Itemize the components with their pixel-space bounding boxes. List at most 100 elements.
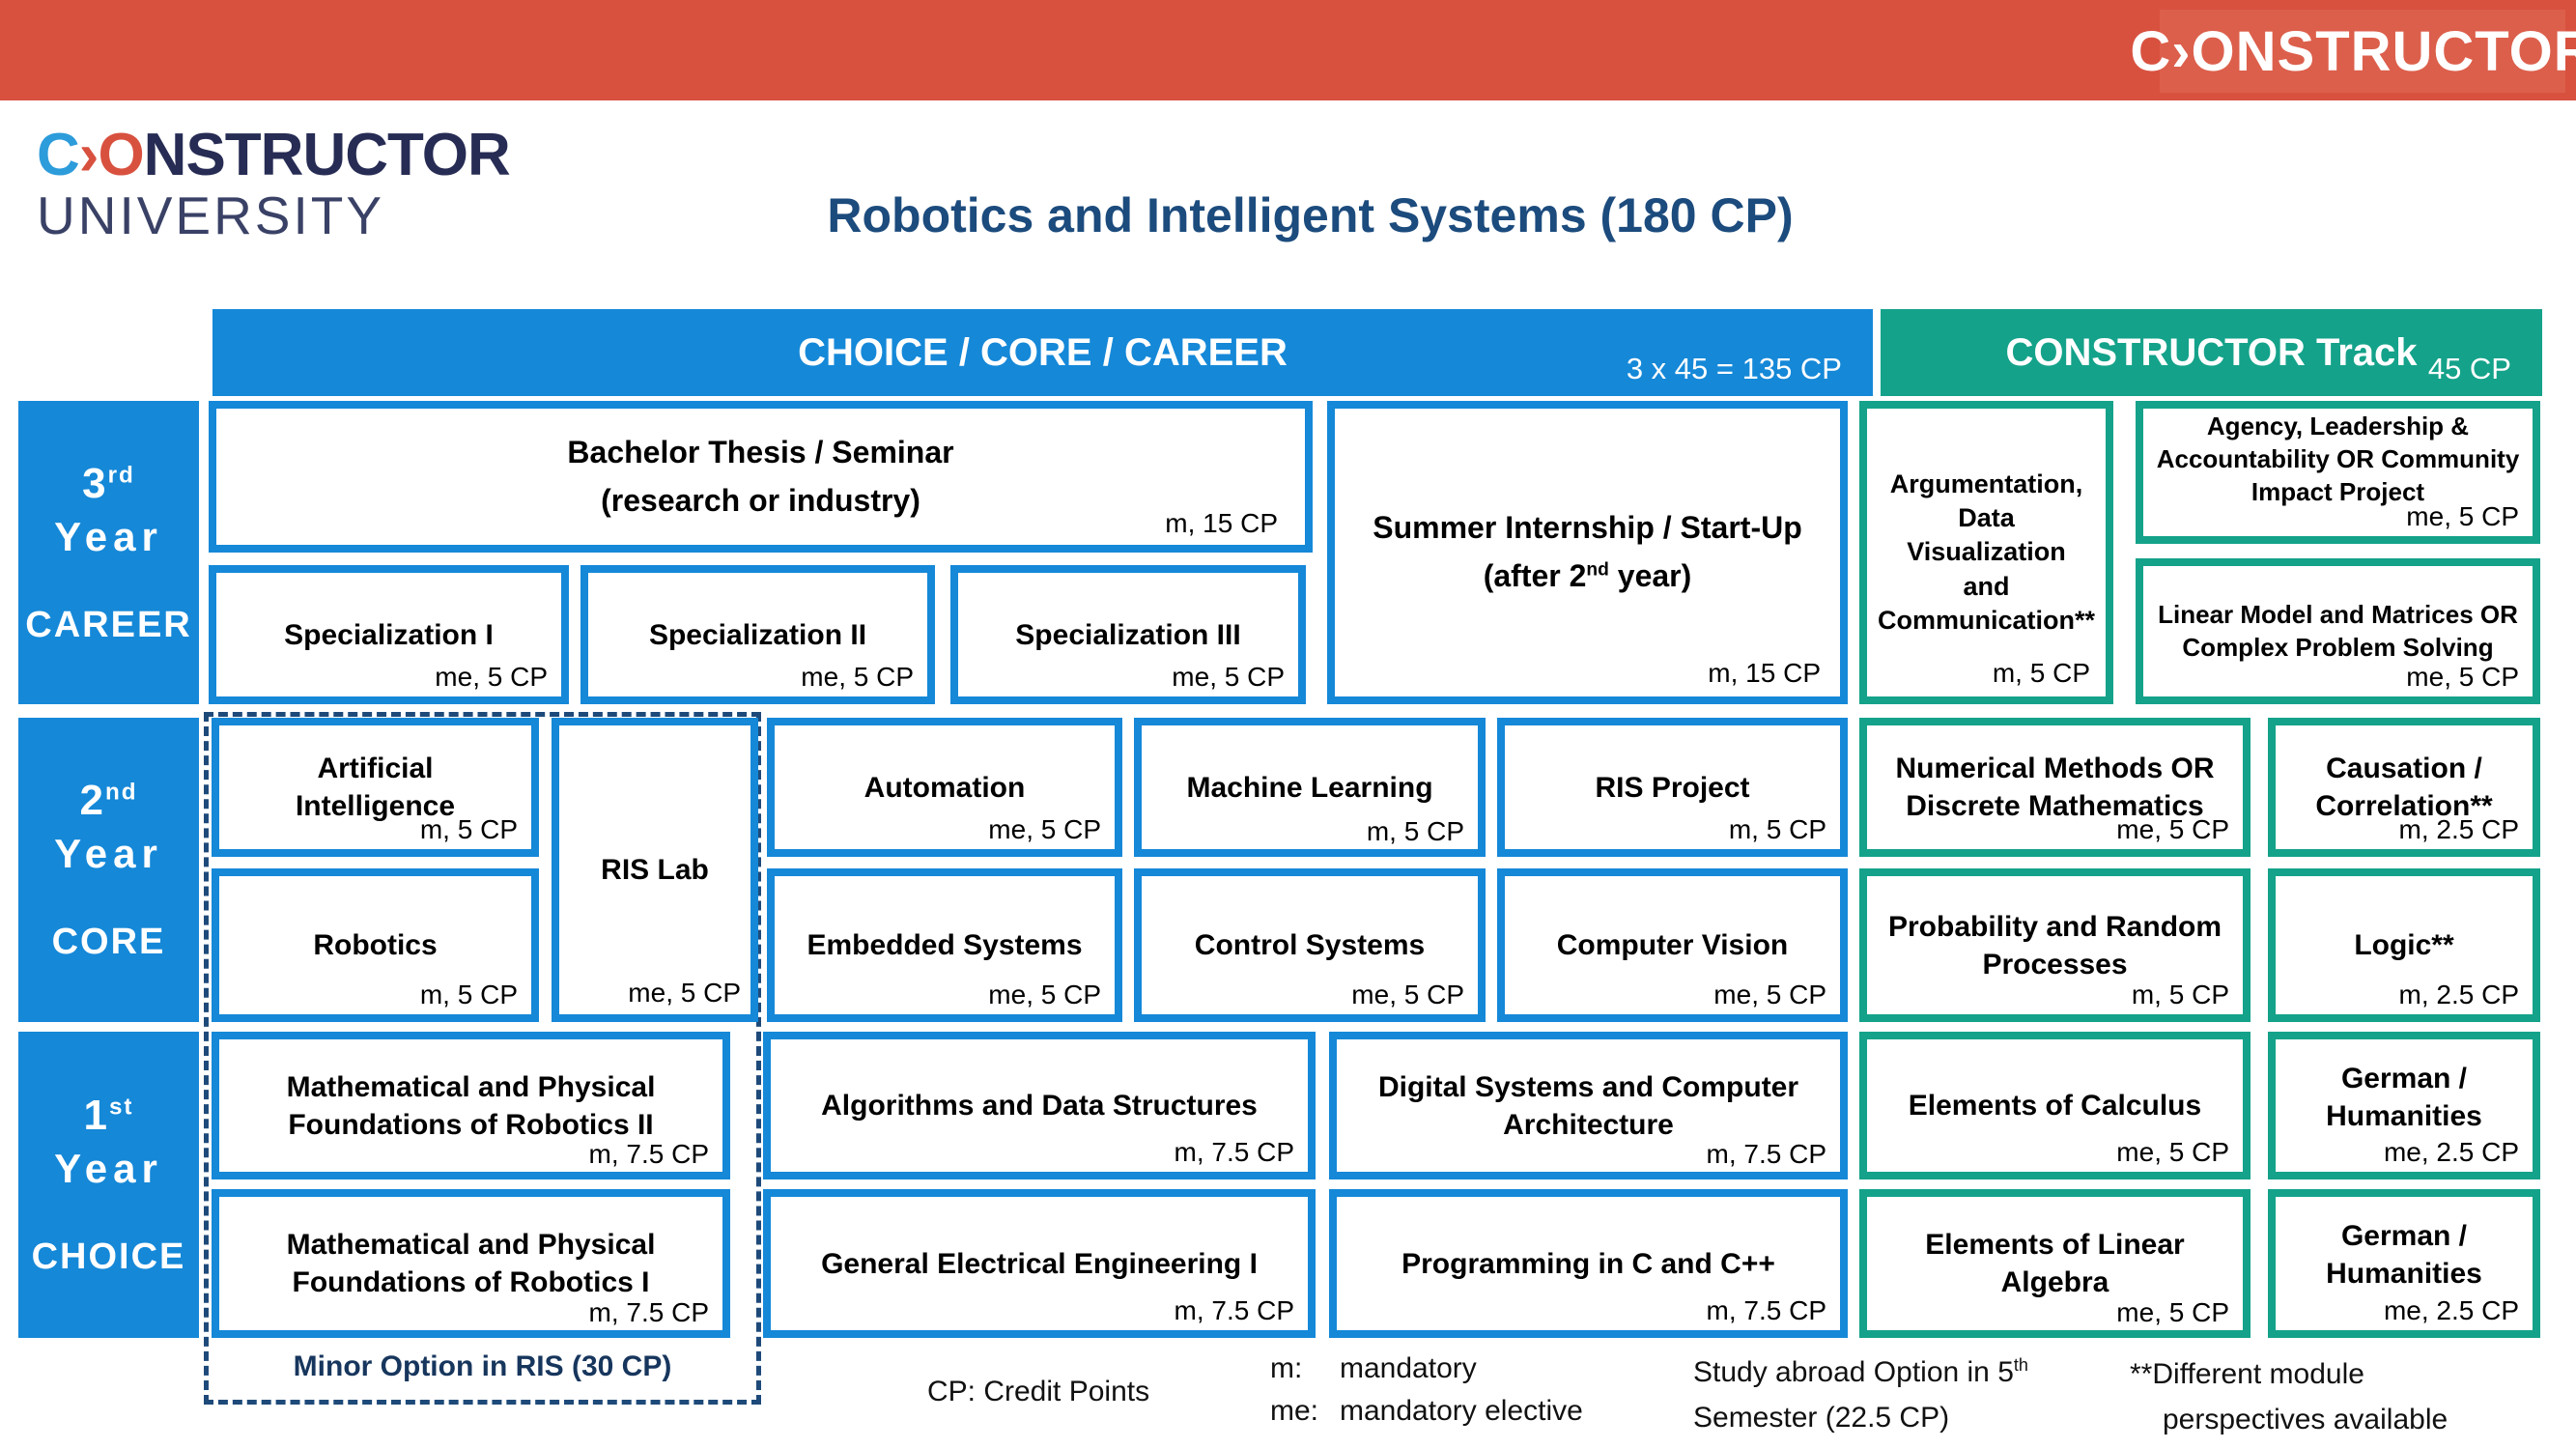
module-title: Computer Vision xyxy=(1556,929,1789,961)
header-label: CHOICE / CORE / CAREER xyxy=(798,330,1288,374)
credit-label: me, 5 CP xyxy=(628,978,741,1008)
credit-label: me, 5 CP xyxy=(2116,1137,2229,1167)
module-agency-leadership: Agency, Leadership & Accountability OR C… xyxy=(2136,401,2540,544)
module-title: Causation / Correlation** xyxy=(2315,753,2493,822)
choice-core-career-header: CHOICE / CORE / CAREER 3 x 45 = 135 CP xyxy=(212,309,1873,396)
credit-label: m, 7.5 CP xyxy=(588,1139,709,1169)
legend-m-label: m: xyxy=(1270,1352,1303,1384)
credit-label: me, 5 CP xyxy=(2116,814,2229,844)
logo-university-word: UNIVERSITY xyxy=(37,185,385,246)
module-title: Specialization III xyxy=(1015,618,1241,651)
module-title: Numerical Methods OR Discrete Mathematic… xyxy=(1895,753,2215,822)
legend-cp: CP: Credit Points xyxy=(927,1376,1150,1407)
module-title: Argumentation, Data Visualization and Co… xyxy=(1877,469,2096,635)
legend-footnote: **Different module perspectives availabl… xyxy=(2130,1352,2448,1442)
module-title: Mathematical and Physical Foundations of… xyxy=(286,1229,656,1298)
sidebar-year2-core: 2nd Year CORE xyxy=(18,718,199,1022)
year-number: 3rd xyxy=(82,459,135,507)
module-title: RIS Lab xyxy=(601,854,709,886)
credit-label: me, 5 CP xyxy=(988,980,1101,1009)
module-control-systems: Control Systems me, 5 CP xyxy=(1134,868,1486,1022)
module-title: Summer Internship / Start-Up(after 2nd y… xyxy=(1373,510,1802,593)
module-algorithms-data-structures: Algorithms and Data Structures m, 7.5 CP xyxy=(763,1032,1316,1179)
credit-label: me, 5 CP xyxy=(2406,662,2519,692)
year-phase: CHOICE xyxy=(31,1236,186,1277)
module-title: Machine Learning xyxy=(1186,771,1433,804)
year-word: Year xyxy=(54,513,163,559)
credit-label: me, 5 CP xyxy=(1713,980,1826,1009)
module-argumentation: Argumentation, Data Visualization and Co… xyxy=(1859,401,2113,704)
constructor-logo-top-right: C›ONSTRUCTOR xyxy=(2130,10,2576,93)
year-phase: CORE xyxy=(51,922,166,962)
credit-label: me, 5 CP xyxy=(1351,980,1464,1009)
module-elements-of-calculus: Elements of Calculus me, 5 CP xyxy=(1859,1032,2250,1179)
module-specialization-3: Specialization III me, 5 CP xyxy=(950,565,1306,704)
header-credits: 3 x 45 = 135 CP xyxy=(1626,352,1842,385)
module-title: German / Humanities xyxy=(2326,1220,2482,1290)
module-title: Elements of Calculus xyxy=(1908,1090,2202,1122)
module-title: Probability and Random Processes xyxy=(1887,910,2222,980)
credit-label: m, 7.5 CP xyxy=(1706,1139,1826,1169)
legend-footnote-line1: **Different module xyxy=(2130,1358,2364,1390)
module-probability-random-processes: Probability and Random Processes m, 5 CP xyxy=(1859,868,2250,1022)
minor-option-label: Minor Option in RIS (30 CP) xyxy=(293,1350,672,1382)
module-title: Linear Model and Matrices OR Complex Pro… xyxy=(2158,599,2518,662)
year-word: Year xyxy=(54,1146,163,1191)
module-title: Bachelor Thesis / Seminar (research or i… xyxy=(567,434,954,518)
module-title: Artificial Intelligence xyxy=(295,753,456,822)
module-title: Agency, Leadership & Accountability OR C… xyxy=(2156,412,2520,506)
module-causation-correlation: Causation / Correlation** m, 2.5 CP xyxy=(2268,718,2540,857)
module-ris-project: RIS Project m, 5 CP xyxy=(1497,718,1848,857)
legend-m-text: mandatory xyxy=(1340,1352,1477,1384)
credit-label: me, 5 CP xyxy=(2406,501,2519,531)
module-german-humanities-1: German / Humanities me, 2.5 CP xyxy=(2268,1032,2540,1179)
module-bachelor-thesis: Bachelor Thesis / Seminar (research or i… xyxy=(209,401,1313,553)
module-title: German / Humanities xyxy=(2326,1062,2482,1132)
module-machine-learning: Machine Learning m, 5 CP xyxy=(1134,718,1486,857)
constructor-university-logo: C›ONSTRUCTOR UNIVERSITY xyxy=(37,122,511,246)
legend-study-abroad-line1: Study abroad Option in 5th xyxy=(1693,1355,2028,1388)
module-title: Embedded Systems xyxy=(807,929,1083,961)
legend-me-text: mandatory elective xyxy=(1340,1395,1583,1427)
minor-option-outline xyxy=(204,712,761,1405)
module-computer-vision: Computer Vision me, 5 CP xyxy=(1497,868,1848,1022)
credit-label: m, 5 CP xyxy=(1366,816,1464,846)
module-numerical-methods: Numerical Methods OR Discrete Mathematic… xyxy=(1859,718,2250,857)
module-digital-systems-architecture: Digital Systems and Computer Architectur… xyxy=(1329,1032,1848,1179)
sidebar-year1-choice: 1st Year CHOICE xyxy=(18,1032,199,1338)
credit-label: me, 5 CP xyxy=(801,662,914,692)
legend-me-label: me: xyxy=(1270,1395,1319,1427)
module-title: Automation xyxy=(863,771,1026,804)
module-automation: Automation me, 5 CP xyxy=(767,718,1122,857)
module-embedded-systems: Embedded Systems me, 5 CP xyxy=(767,868,1122,1022)
module-title: RIS Project xyxy=(1595,771,1750,804)
module-summer-internship: Summer Internship / Start-Up(after 2nd y… xyxy=(1327,401,1848,704)
module-elements-of-linear-algebra: Elements of Linear Algebra me, 5 CP xyxy=(1859,1189,2250,1338)
credit-label: m, 15 CP xyxy=(1708,658,1821,688)
credit-label: m, 5 CP xyxy=(1728,814,1826,844)
top-red-bar: C›ONSTRUCTOR xyxy=(0,0,2576,100)
module-title: Digital Systems and Computer Architectur… xyxy=(1377,1070,1799,1141)
header-label: CONSTRUCTOR Track xyxy=(2005,330,2418,374)
module-title: General Electrical Engineering I xyxy=(821,1247,1258,1280)
year-word: Year xyxy=(54,831,163,876)
credit-label: m, 7.5 CP xyxy=(1706,1295,1826,1325)
credit-label: m, 15 CP xyxy=(1165,508,1278,538)
header-credits: 45 CP xyxy=(2427,352,2511,385)
credit-label: m, 5 CP xyxy=(419,980,518,1009)
module-general-electrical-engineering: General Electrical Engineering I m, 7.5 … xyxy=(763,1189,1316,1338)
credit-label: me, 5 CP xyxy=(988,814,1101,844)
year-number: 1st xyxy=(83,1092,134,1139)
module-title: Specialization I xyxy=(284,618,494,651)
module-title: Logic** xyxy=(2354,929,2454,961)
module-specialization-2: Specialization II me, 5 CP xyxy=(580,565,935,704)
module-title: Programming in C and C++ xyxy=(1401,1247,1775,1280)
module-title: Robotics xyxy=(313,929,438,961)
module-robotics: Robotics m, 5 CP xyxy=(212,868,539,1022)
logo-wordmark: C›ONSTRUCTOR xyxy=(37,122,511,188)
credit-label: m, 2.5 CP xyxy=(2398,814,2519,844)
credit-label: m, 7.5 CP xyxy=(1174,1137,1294,1167)
credit-label: me, 5 CP xyxy=(435,662,548,692)
legend-study-abroad-line2: Semester (22.5 CP) xyxy=(1693,1401,1950,1434)
sidebar-year3-career: 3rd Year CAREER xyxy=(18,401,199,704)
